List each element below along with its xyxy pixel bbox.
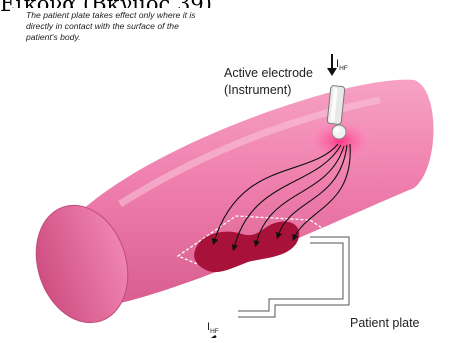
current-subscript: HF	[339, 65, 348, 72]
instrument-label: (Instrument)	[224, 83, 291, 97]
current-out-arrow	[196, 336, 216, 338]
current-subscript: HF	[210, 328, 219, 335]
electrosurgery-diagram	[10, 8, 443, 338]
patient-plate-note: The patient plate takes effect only wher…	[26, 10, 201, 43]
active-electrode-label: Active electrode	[224, 66, 313, 80]
patient-plate-label: Patient plate	[350, 316, 420, 330]
diagram-photo: The patient plate takes effect only wher…	[10, 8, 443, 338]
current-label-out: IHF	[207, 321, 219, 335]
current-label-in: IHF	[336, 58, 348, 72]
